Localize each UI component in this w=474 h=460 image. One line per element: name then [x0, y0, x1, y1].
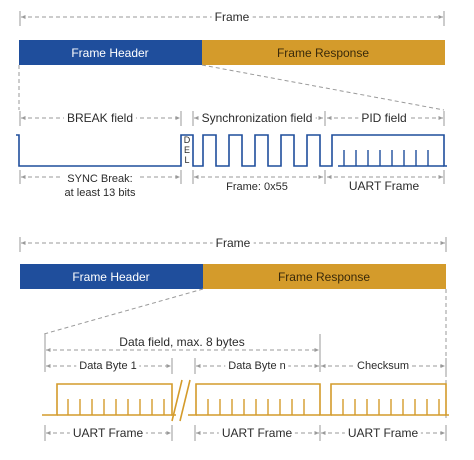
top-waveform — [16, 134, 447, 167]
pid-bit-ticks — [338, 150, 444, 167]
bottom-waveform-middle — [188, 383, 449, 416]
bottom-frame-label: Frame — [212, 236, 254, 250]
data-byte-n-label: Data Byte n — [225, 359, 289, 373]
top-frame-response-bar — [202, 40, 445, 65]
byten-bit-ticks — [196, 399, 320, 416]
bottom-waveform-left — [42, 383, 176, 416]
del-letter-d: D — [183, 135, 191, 145]
bottom-frame-response-bar — [203, 264, 446, 289]
data-byte-1-label: Data Byte 1 — [76, 359, 140, 373]
break-mark-1 — [171, 379, 183, 422]
uart-frame-3-label: UART Frame — [344, 426, 422, 440]
break-mark-2 — [179, 379, 191, 422]
top-frame-header-bar — [19, 40, 202, 65]
pid-uart-frame-label: UART Frame — [345, 179, 423, 193]
del-letter-e: E — [183, 145, 190, 155]
top-frame-label: Frame — [211, 10, 253, 24]
top-frame-response-label: Frame Response — [276, 46, 370, 60]
byte1-bit-ticks — [57, 399, 172, 416]
bottom-frame-header-label: Frame Header — [72, 270, 150, 284]
pid-field-label: PID field — [358, 111, 410, 125]
uart-frame-2-label: UART Frame — [218, 426, 296, 440]
checksum-label: Checksum — [354, 359, 412, 373]
sync-field-label: Synchronization field — [198, 111, 316, 125]
bottom-zoom-line-left — [43, 288, 204, 335]
top-frame-header-label: Frame Header — [71, 46, 149, 60]
del-letter-l: L — [184, 155, 190, 165]
top-zoom-line-right — [201, 64, 445, 111]
data-field-label: Data field, max. 8 bytes — [116, 335, 248, 349]
sync-break-label: SYNC Break: at least 13 bits — [61, 172, 139, 200]
uart-frame-1-label: UART Frame — [69, 426, 147, 440]
break-field-label: BREAK field — [63, 111, 137, 125]
bottom-frame-response-label: Frame Response — [277, 270, 371, 284]
bottom-frame-header-bar — [20, 264, 203, 289]
sync-frame-label: Frame: 0x55 — [223, 180, 291, 194]
checksum-bit-ticks — [331, 399, 446, 416]
